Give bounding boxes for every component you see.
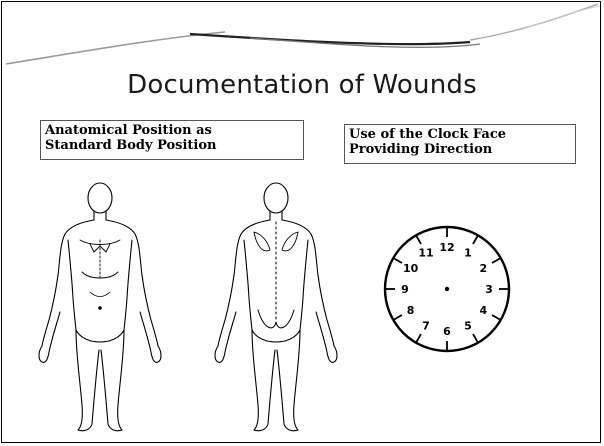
clock-face-caption: Use of the Clock Face Providing Directio…	[344, 124, 576, 164]
body-front-diagram	[20, 180, 180, 435]
caption-line: Anatomical Position as	[45, 123, 299, 138]
clock-number: 9	[401, 283, 409, 296]
clock-number: 2	[480, 262, 488, 275]
body-back-diagram	[196, 180, 356, 435]
anatomical-position-caption: Anatomical Position as Standard Body Pos…	[40, 120, 304, 160]
clock-number: 5	[464, 319, 472, 332]
slide-title: Documentation of Wounds	[0, 70, 604, 100]
caption-line: Standard Body Position	[45, 138, 299, 153]
caption-line: Providing Direction	[349, 142, 571, 157]
clock-number: 1	[464, 247, 472, 260]
clock-number: 11	[418, 247, 433, 260]
clock-number: 3	[485, 283, 493, 296]
clock-number: 8	[407, 304, 415, 317]
clock-number: 10	[403, 262, 419, 275]
caption-line: Use of the Clock Face	[349, 127, 571, 142]
clock-number: 4	[480, 304, 488, 317]
decorative-swoosh	[0, 0, 604, 80]
clock-number: 6	[443, 325, 451, 338]
clock-number: 12	[439, 241, 454, 254]
clock-number: 7	[422, 319, 430, 332]
clock-center-dot	[445, 287, 449, 291]
